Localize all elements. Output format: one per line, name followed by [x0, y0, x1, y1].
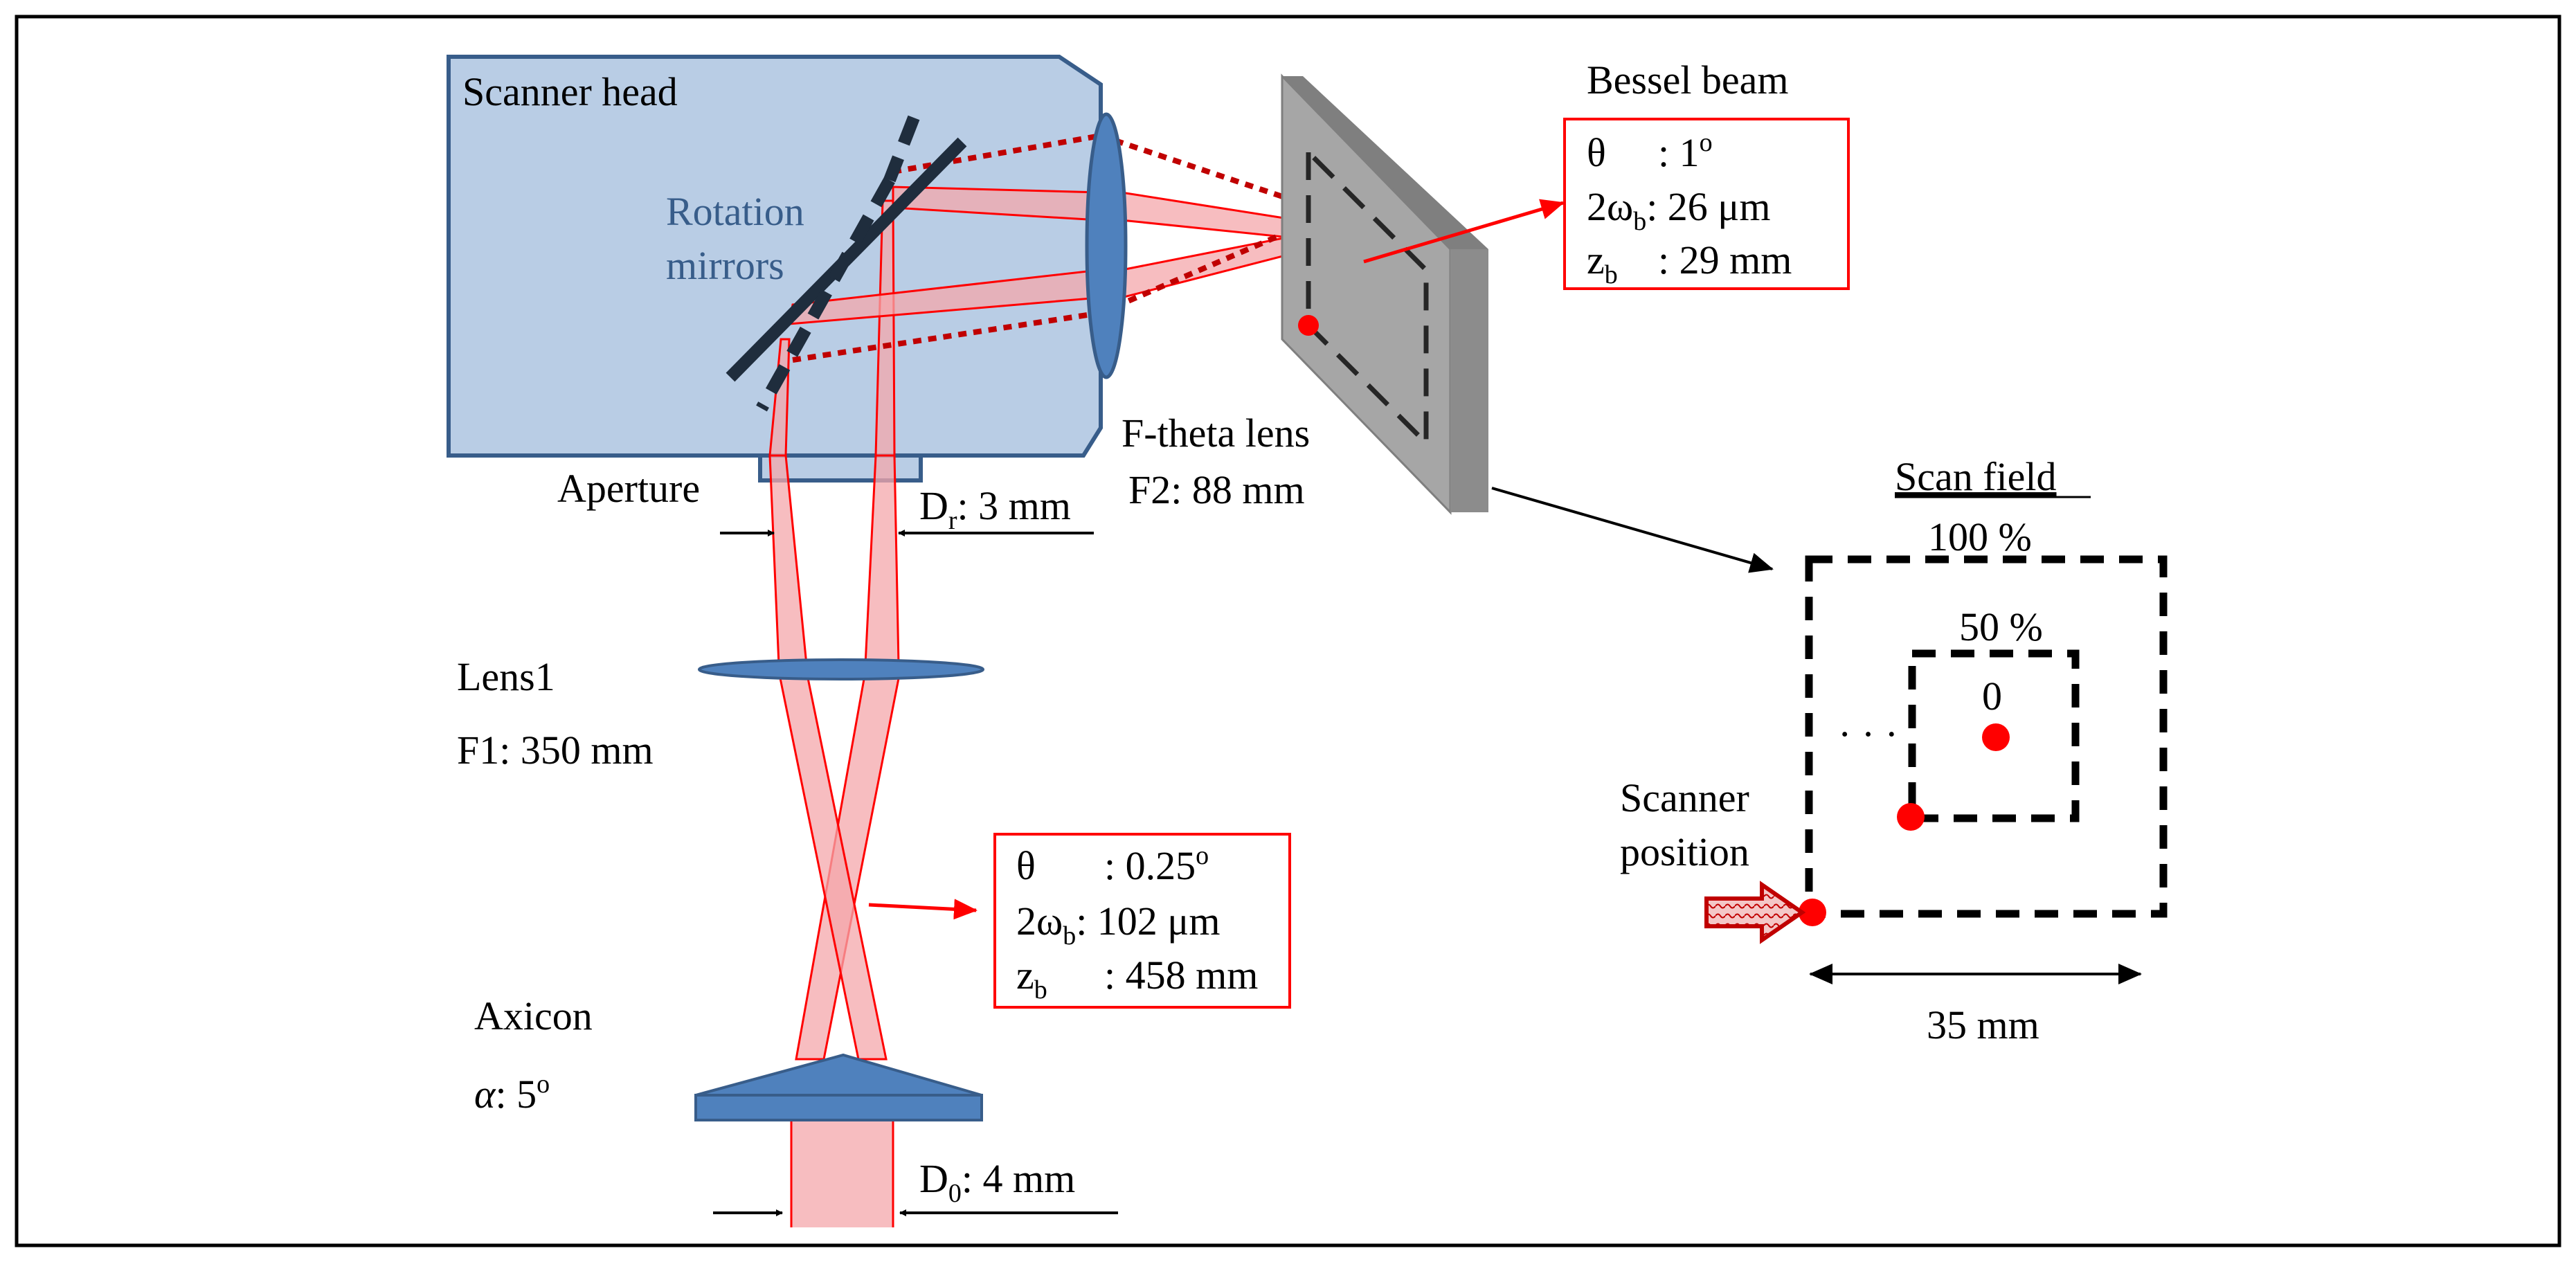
sample-plate	[1281, 73, 1488, 515]
scan-100-label: 100 %	[1928, 514, 2032, 559]
axicon-angle-label: α: 5o	[474, 1070, 550, 1117]
bessel-theta: θ: 1o	[1587, 128, 1713, 175]
scan-field-100-square	[1805, 555, 2168, 918]
axicon	[694, 1053, 983, 1121]
lens1-focal-label: F1: 350 mm	[457, 728, 654, 773]
lens1-label: Lens1	[457, 654, 555, 699]
ftheta-focal-label: F2: 88 mm	[1128, 467, 1305, 512]
axicon-pointer-arrow	[868, 899, 978, 920]
scanner-position-arrow	[1704, 881, 1806, 944]
bessel-beam-label: Bessel beam	[1587, 57, 1789, 102]
scan-field	[1704, 555, 2168, 984]
axicon-label: Axicon	[474, 993, 593, 1038]
rotation-mirrors-label-1: Rotation	[666, 189, 804, 234]
scanfield-pointer-arrow	[1491, 487, 1774, 573]
axicon-width: 2ωb: 102 μm	[1016, 899, 1221, 950]
scan-point-50	[1897, 803, 1925, 831]
axicon-params-box	[993, 833, 1291, 1009]
scan-ellipsis: · · ·	[1838, 712, 1898, 757]
scan-point-center	[1982, 723, 2010, 751]
scan-50-label: 50 %	[1959, 604, 2043, 649]
input-diameter-label: D0: 4 mm	[919, 1156, 1075, 1208]
aperture-label: Aperture	[557, 466, 700, 511]
scan-zero-label: 0	[1982, 674, 2002, 719]
axicon-theta: θ: 0.25o	[1016, 841, 1209, 888]
rotation-mirrors-label-2: mirrors	[666, 243, 784, 288]
scan-point-100	[1799, 899, 1826, 926]
axicon-length: zb: 458 mm	[1016, 953, 1258, 1004]
rotation-mirrors	[726, 115, 967, 412]
bessel-params-box	[1563, 118, 1850, 290]
bessel-length: zb: 29 mm	[1587, 237, 1792, 289]
scan-field-title: Scan field	[1895, 454, 2057, 499]
bessel-width: 2ωb: 26 μm	[1587, 184, 1771, 236]
scanner-head-box	[447, 55, 1103, 458]
scanner-position-label-2: position	[1620, 829, 1749, 874]
scanner-position-label-1: Scanner	[1620, 775, 1749, 820]
lens1	[698, 658, 984, 680]
scan-field-50-square	[1908, 649, 2080, 822]
ftheta-lens	[1085, 112, 1128, 379]
figure-border	[15, 15, 2561, 1247]
scan-width-label: 35 mm	[1927, 1002, 2039, 1047]
bessel-pointer-arrow	[1363, 199, 1565, 264]
aperture-diameter-label: Dr: 3 mm	[919, 483, 1071, 535]
ftheta-lens-label: F-theta lens	[1122, 411, 1310, 456]
scanner-head-label: Scanner head	[462, 69, 678, 114]
